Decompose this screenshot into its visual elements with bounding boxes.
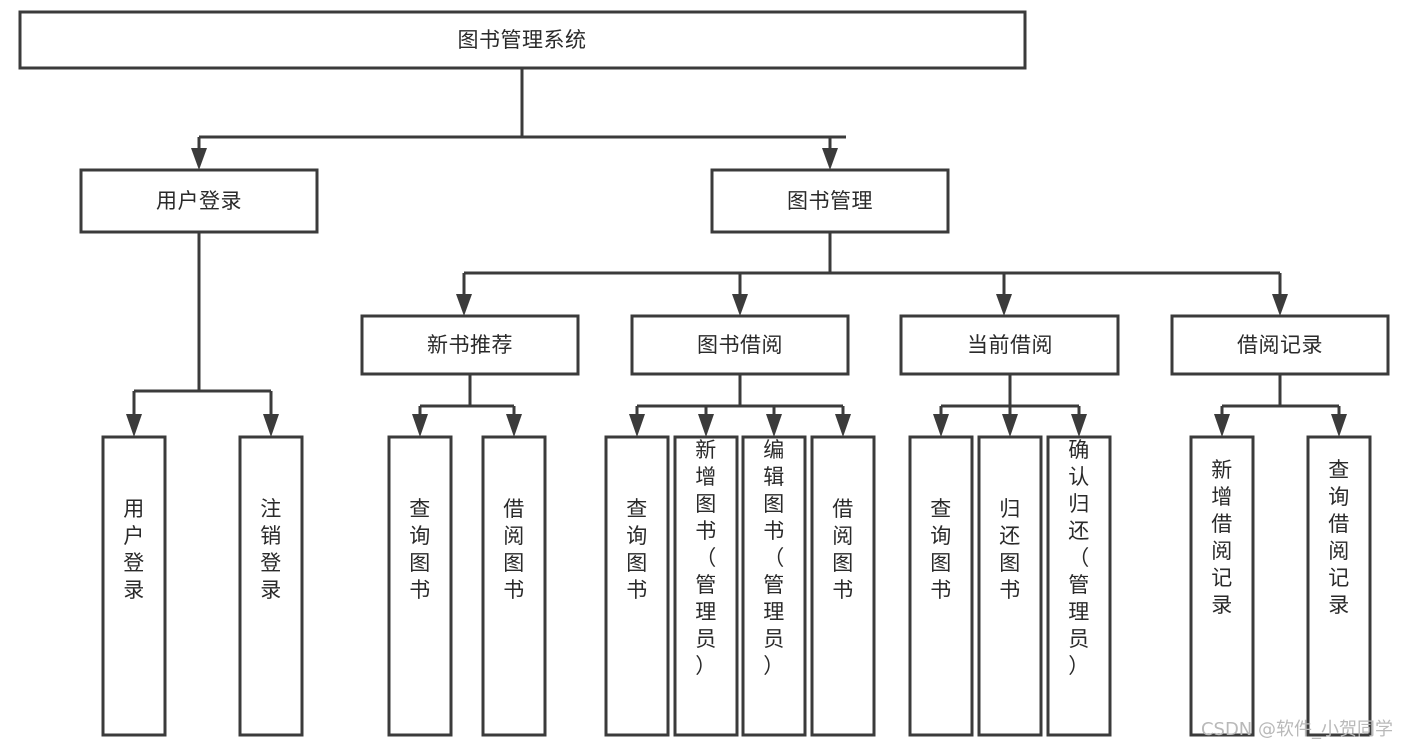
node-borrow-record-box[interactable] xyxy=(1170,314,1390,376)
node-leaf-query-book-2-box[interactable] xyxy=(604,435,670,737)
node-leaf-borrow-book-2-box[interactable] xyxy=(810,435,876,737)
node-leaf-edit-book[interactable]: 编辑图书（管理员） xyxy=(741,435,807,737)
node-root[interactable]: 图书管理系统 xyxy=(18,10,1027,70)
node-leaf-borrow-book-1-label: 借阅图书 xyxy=(503,497,525,602)
arrowhead-leaf-edit-book xyxy=(766,414,782,437)
node-leaf-user-logout-box[interactable] xyxy=(238,435,304,737)
connector-layer xyxy=(126,68,1347,437)
node-leaf-confirm-return[interactable]: 确认归还（管理员） xyxy=(1046,435,1112,737)
node-leaf-query-book-1-box[interactable] xyxy=(387,435,453,737)
node-leaf-query-book-3-box[interactable] xyxy=(908,435,974,737)
node-user-login-label: 用户登录 xyxy=(156,189,242,213)
arrowhead-leaf-query-record xyxy=(1331,414,1347,437)
node-leaf-borrow-book-2[interactable]: 借阅图书 xyxy=(810,435,876,737)
arrowhead-leaf-borrow-book-1 xyxy=(506,414,522,437)
node-leaf-query-book-1-label: 查询图书 xyxy=(409,497,431,602)
node-leaf-query-book-3[interactable]: 查询图书 xyxy=(908,435,974,737)
node-leaf-user-logout-label: 注销登录 xyxy=(260,497,282,602)
node-root-label: 图书管理系统 xyxy=(458,28,587,52)
node-borrow-record[interactable]: 借阅记录 xyxy=(1170,314,1390,376)
node-leaf-query-record-box[interactable] xyxy=(1306,435,1372,737)
node-leaf-add-book[interactable]: 新增图书（管理员） xyxy=(673,435,739,737)
node-leaf-user-login[interactable]: 用户登录 xyxy=(101,435,167,737)
arrowhead-current-borrow xyxy=(996,294,1012,316)
node-user-login[interactable]: 用户登录 xyxy=(79,168,319,234)
node-leaf-add-record[interactable]: 新增借阅记录 xyxy=(1189,435,1255,737)
node-current-borrow[interactable]: 当前借阅 xyxy=(899,314,1120,376)
node-leaf-user-login-box[interactable] xyxy=(101,435,167,737)
node-leaf-confirm-return-label: 确认归还（管理员） xyxy=(1068,438,1090,678)
node-user-login-box[interactable] xyxy=(79,168,319,234)
arrowhead-new-book-recommend xyxy=(456,294,472,316)
node-new-book-recommend[interactable]: 新书推荐 xyxy=(360,314,580,376)
node-leaf-add-record-box[interactable] xyxy=(1189,435,1255,737)
node-leaf-return-book-box[interactable] xyxy=(977,435,1043,737)
node-leaf-return-book[interactable]: 归还图书 xyxy=(977,435,1043,737)
node-book-manage[interactable]: 图书管理 xyxy=(710,168,950,234)
node-leaf-add-book-label: 新增图书（管理员） xyxy=(695,438,717,678)
node-new-book-recommend-box[interactable] xyxy=(360,314,580,376)
node-current-borrow-label: 当前借阅 xyxy=(967,333,1053,357)
arrowhead-leaf-borrow-book-2 xyxy=(835,414,851,437)
node-leaf-edit-book-label: 编辑图书（管理员） xyxy=(763,438,785,678)
node-leaf-borrow-book-2-label: 借阅图书 xyxy=(832,497,854,602)
node-leaf-return-book-label: 归还图书 xyxy=(999,497,1021,602)
node-root-box[interactable] xyxy=(18,10,1027,70)
arrowhead-leaf-user-login xyxy=(126,414,142,437)
arrowhead-leaf-add-record xyxy=(1214,414,1230,437)
csdn-watermark: CSDN @软件_小贺同学 xyxy=(1200,719,1393,740)
node-leaf-user-logout[interactable]: 注销登录 xyxy=(238,435,304,737)
node-leaf-query-book-3-label: 查询图书 xyxy=(930,497,952,602)
arrowhead-book-manage xyxy=(822,148,838,170)
arrowhead-book-borrow xyxy=(732,294,748,316)
arrowhead-user-login xyxy=(191,148,207,170)
node-leaf-query-record-label: 查询借阅记录 xyxy=(1328,458,1350,617)
node-leaf-query-book-2[interactable]: 查询图书 xyxy=(604,435,670,737)
node-leaf-borrow-book-1-box[interactable] xyxy=(481,435,547,737)
node-book-borrow[interactable]: 图书借阅 xyxy=(630,314,850,376)
node-new-book-recommend-label: 新书推荐 xyxy=(427,333,513,357)
node-borrow-record-label: 借阅记录 xyxy=(1237,333,1323,357)
node-book-borrow-box[interactable] xyxy=(630,314,850,376)
node-leaf-confirm-return-box[interactable] xyxy=(1046,435,1112,737)
node-leaf-query-book-1[interactable]: 查询图书 xyxy=(387,435,453,737)
node-leaf-edit-book-box[interactable] xyxy=(741,435,807,737)
node-book-borrow-label: 图书借阅 xyxy=(697,333,783,357)
arrowhead-leaf-add-book xyxy=(698,414,714,437)
node-current-borrow-box[interactable] xyxy=(899,314,1120,376)
arrowhead-leaf-query-book-2 xyxy=(629,414,645,437)
node-leaf-add-record-label: 新增借阅记录 xyxy=(1211,458,1233,617)
node-book-manage-box[interactable] xyxy=(710,168,950,234)
arrowhead-leaf-query-book-3 xyxy=(933,414,949,437)
node-leaf-borrow-book-1[interactable]: 借阅图书 xyxy=(481,435,547,737)
node-leaf-query-book-2-label: 查询图书 xyxy=(626,497,648,602)
node-leaf-add-book-box[interactable] xyxy=(673,435,739,737)
node-leaf-query-record[interactable]: 查询借阅记录 xyxy=(1306,435,1372,737)
node-leaf-user-login-label: 用户登录 xyxy=(123,497,145,602)
arrowhead-leaf-user-logout xyxy=(263,414,279,437)
node-book-manage-label: 图书管理 xyxy=(787,189,873,213)
arrowhead-leaf-confirm-return xyxy=(1071,414,1087,437)
arrowhead-leaf-return-book xyxy=(1002,414,1018,437)
arrowhead-leaf-query-book-1 xyxy=(412,414,428,437)
arrowhead-borrow-record xyxy=(1272,294,1288,316)
